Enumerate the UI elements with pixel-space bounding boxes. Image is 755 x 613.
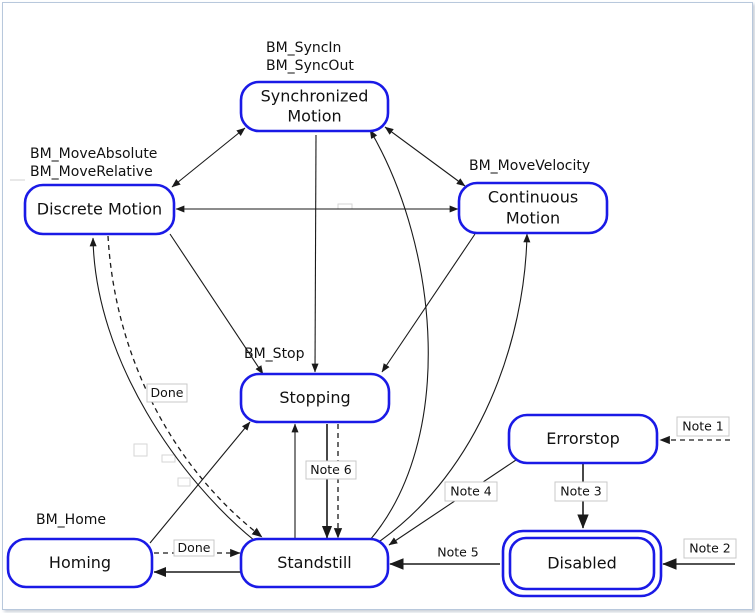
label-note-3: Note 3: [554, 481, 608, 502]
edge-homing-stopping: [149, 421, 251, 544]
state-label: Motion: [506, 209, 560, 228]
ghost-artifact: [133, 443, 148, 457]
state-standstill: Standstill: [239, 537, 390, 589]
state-errorstop: Errorstop: [507, 413, 659, 465]
state-label: Homing: [49, 553, 111, 572]
cmd-home: BM_Home: [36, 512, 106, 528]
ghost-artifact: [177, 477, 191, 487]
label-note-6: Note 6: [305, 460, 357, 480]
label-done-discrete: Done: [146, 383, 188, 403]
cmd-move-velocity: BM_MoveVelocity: [469, 158, 590, 174]
cmd-move-relative: BM_MoveRelative: [30, 164, 153, 180]
cmd-stop: BM_Stop: [244, 346, 305, 362]
edge-continuous-stopping: [381, 233, 476, 373]
state-label: Stopping: [279, 388, 350, 407]
state-disabled: Disabled: [501, 529, 663, 598]
state-label: Disabled: [547, 554, 617, 573]
label-done-homing: Done: [173, 539, 215, 557]
label-note-5: Note 5: [437, 545, 479, 560]
cmd-move-absolute: BM_MoveAbsolute: [30, 146, 157, 162]
ghost-artifact: [337, 203, 353, 210]
edge-standstill-sync: [369, 129, 429, 541]
state-continuous-motion: Continuous Motion: [457, 181, 609, 235]
svg-text:Note 1: Note 1: [682, 419, 724, 434]
edge-errorstop-standstill: [388, 459, 517, 546]
svg-text:Done: Done: [178, 540, 211, 555]
cmd-sync-out: BM_SyncOut: [266, 58, 354, 74]
label-note-4: Note 4: [444, 481, 498, 502]
svg-text:Note 5: Note 5: [437, 545, 479, 560]
state-discrete-motion: Discrete Motion: [23, 183, 176, 236]
edge-standstill-continuous: [379, 233, 531, 542]
cmd-sync-in: BM_SyncIn: [266, 40, 341, 56]
state-stopping: Stopping: [239, 372, 391, 424]
svg-text:Note 3: Note 3: [560, 484, 602, 499]
label-note-2: Note 2: [683, 538, 737, 559]
edge-sync-discrete: [171, 127, 246, 188]
edge-sync-continuous: [384, 126, 466, 187]
state-synchronized-motion: Synchronized Motion: [239, 80, 390, 133]
svg-text:Note 4: Note 4: [450, 484, 492, 499]
edge-standstill-discrete: [89, 237, 256, 542]
state-homing: Homing: [6, 537, 154, 589]
svg-text:Note 2: Note 2: [689, 541, 731, 556]
state-label: Standstill: [277, 553, 351, 572]
state-label: Continuous: [488, 188, 578, 207]
state-label: Discrete Motion: [37, 200, 162, 219]
edge-discrete-stopping: [169, 233, 264, 375]
label-note-1: Note 1: [676, 416, 730, 437]
svg-text:Done: Done: [151, 385, 184, 400]
svg-text:Note 6: Note 6: [310, 462, 352, 477]
ghost-artifact: [161, 454, 176, 463]
state-label: Motion: [287, 107, 341, 126]
state-label: Errorstop: [546, 429, 620, 448]
edge-discrete-standstill-done: [107, 235, 263, 538]
edge-sync-stopping: [311, 134, 319, 373]
state-label: Synchronized: [261, 87, 369, 106]
